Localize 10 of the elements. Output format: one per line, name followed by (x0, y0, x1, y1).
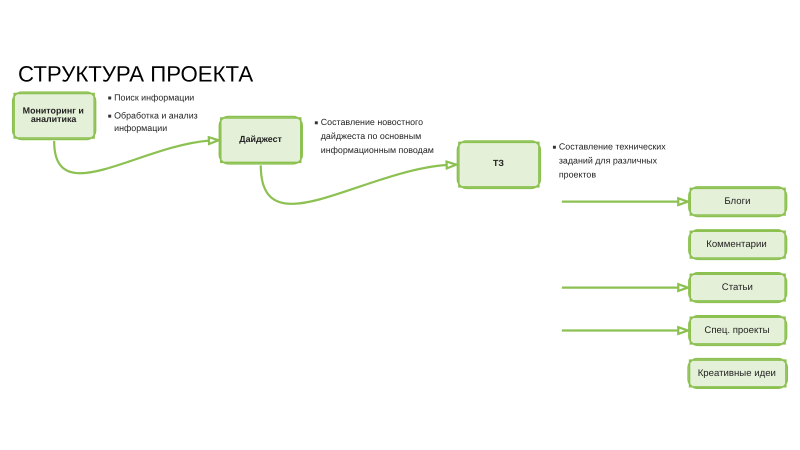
diagram-title: СТРУКТУРА ПРОЕКТА (18, 62, 254, 87)
arrow (562, 326, 692, 336)
node-label: Составление новостного дайджеста по основным информационным поводам (320, 117, 434, 156)
arrow (53, 136, 222, 174)
arrow (562, 282, 692, 293)
node-label: Обработка и анализ информации (114, 110, 198, 134)
node-label: Составление технических заданий для различных проектов (558, 142, 666, 180)
node-label: Поиск информации (114, 92, 194, 102)
arrow (260, 160, 460, 205)
arrow (562, 196, 692, 207)
